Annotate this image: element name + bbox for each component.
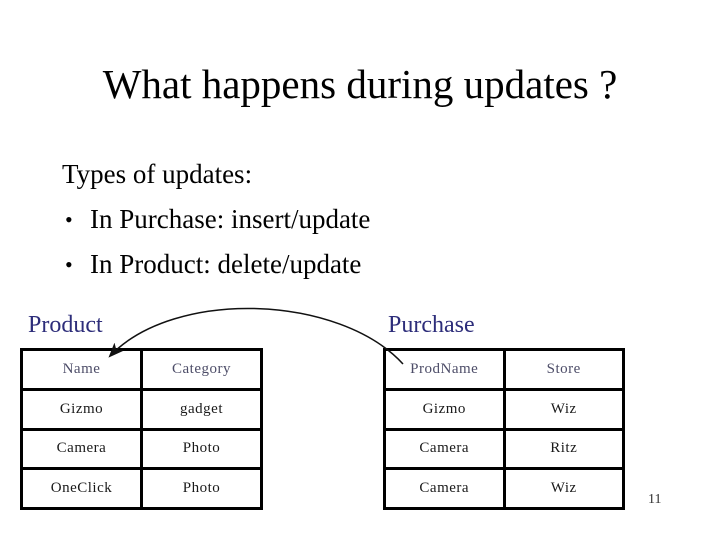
slide-title: What happens during updates ?	[102, 61, 618, 107]
table-cell: Camera	[383, 467, 506, 510]
table-row: Gizmo Wiz	[383, 387, 625, 431]
table-row: Camera Photo	[20, 427, 263, 471]
bullet-text: In Product: delete/update	[90, 249, 362, 279]
product-table-label: Product	[28, 312, 103, 338]
table-cell: Wiz	[502, 467, 625, 510]
page-number: 11	[648, 492, 662, 507]
table-row: Camera Wiz	[383, 467, 625, 510]
table-cell: OneClick	[20, 467, 143, 510]
bullet-icon: •	[65, 207, 73, 232]
bullet-item: • In Product: delete/update	[62, 242, 370, 287]
table-cell: Gizmo	[20, 387, 143, 431]
purchase-header-store: Store	[502, 348, 625, 391]
bullet-icon: •	[65, 252, 73, 277]
table-cell: Photo	[140, 427, 263, 471]
table-cell: Camera	[383, 427, 506, 471]
table-row: Gizmo gadget	[20, 387, 263, 431]
table-row: Camera Ritz	[383, 427, 625, 471]
product-header-category: Category	[140, 348, 263, 391]
product-table: Name Category Gizmo gadget Camera Photo …	[20, 348, 263, 510]
purchase-table: ProdName Store Gizmo Wiz Camera Ritz Cam…	[383, 348, 625, 510]
table-cell: Gizmo	[383, 387, 506, 431]
purchase-table-label: Purchase	[388, 312, 475, 338]
purchase-header-prodname: ProdName	[383, 348, 506, 391]
body-text: Types of updates: • In Purchase: insert/…	[62, 152, 370, 287]
table-header-row: ProdName Store	[383, 348, 625, 391]
bullet-item: • In Purchase: insert/update	[62, 197, 370, 242]
table-cell: Ritz	[502, 427, 625, 471]
table-row: OneClick Photo	[20, 467, 263, 510]
table-cell: gadget	[140, 387, 263, 431]
table-header-row: Name Category	[20, 348, 263, 391]
table-cell: Photo	[140, 467, 263, 510]
product-header-name: Name	[20, 348, 143, 391]
intro-line: Types of updates:	[62, 159, 253, 189]
table-cell: Camera	[20, 427, 143, 471]
table-cell: Wiz	[502, 387, 625, 431]
bullet-text: In Purchase: insert/update	[90, 204, 371, 234]
